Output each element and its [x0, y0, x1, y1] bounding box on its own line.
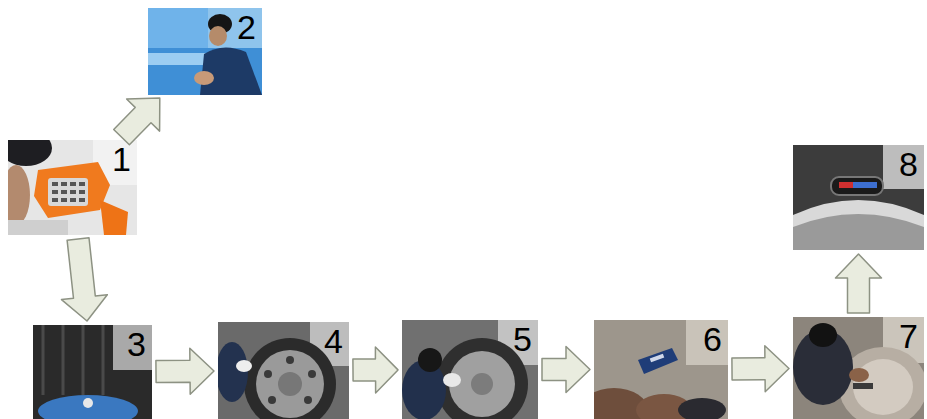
- photo-wheel: [402, 320, 538, 419]
- photo-step: 1: [8, 140, 137, 235]
- block-arrow: [542, 347, 590, 393]
- photo-step: 7: [793, 317, 924, 419]
- block-arrow: [156, 348, 214, 394]
- step-number: 4: [324, 324, 343, 358]
- block-arrow: [114, 98, 160, 145]
- step-number: 5: [513, 322, 532, 356]
- photo-step: 8: [793, 145, 924, 250]
- block-arrow: [62, 238, 108, 321]
- step-number: 7: [899, 319, 918, 353]
- step-number: 2: [237, 10, 256, 44]
- block-arrow: [732, 346, 789, 392]
- block-arrow: [353, 347, 398, 393]
- photo-mounting: [793, 317, 927, 419]
- photo-fitted: [793, 145, 924, 250]
- step-number: 6: [703, 322, 722, 356]
- photo-step: 4: [218, 322, 349, 419]
- block-arrow: [836, 254, 882, 313]
- photo-step: 3: [33, 325, 152, 419]
- photo-sensor: [580, 320, 728, 419]
- photo-tread: [33, 325, 152, 419]
- step-number: 1: [112, 142, 131, 176]
- step-number: 3: [127, 327, 146, 361]
- photo-tool: [0, 130, 137, 235]
- photo-rim: [216, 322, 349, 419]
- photo-step: 6: [594, 320, 728, 419]
- photo-machine: [148, 8, 262, 95]
- photo-step: 2: [148, 8, 262, 95]
- photo-step: 5: [402, 320, 538, 419]
- step-number: 8: [899, 147, 918, 181]
